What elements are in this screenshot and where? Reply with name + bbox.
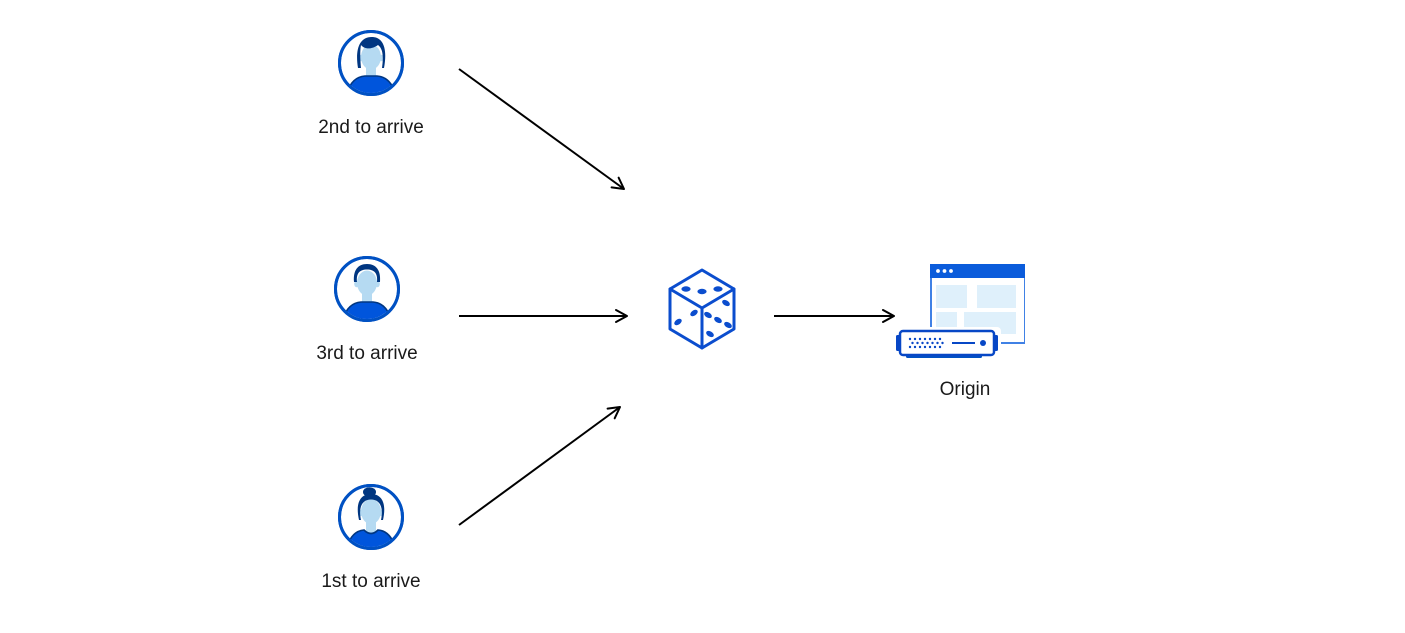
arrow-user2nd-to-dice xyxy=(458,68,625,190)
dice-icon xyxy=(668,268,736,350)
dice-pips xyxy=(674,286,732,338)
server-icon xyxy=(894,327,1001,360)
user-label-1st: 1st to arrive xyxy=(321,571,421,592)
user-node-3rd: 3rd to arrive xyxy=(287,256,447,365)
female-avatar-bun-icon xyxy=(338,484,404,550)
male-avatar-swept-hair-icon xyxy=(338,30,404,96)
user-label-2nd: 2nd to arrive xyxy=(318,117,424,138)
server-vent-dots xyxy=(908,337,944,349)
arrow-user1st-to-dice xyxy=(458,406,621,526)
user-label-3rd: 3rd to arrive xyxy=(316,343,418,364)
user-node-1st: 1st to arrive xyxy=(291,484,451,593)
male-avatar-short-hair-icon xyxy=(334,256,400,322)
origin-label: Origin xyxy=(939,379,991,400)
origin-node: Origin xyxy=(890,262,1040,401)
user-node-2nd: 2nd to arrive xyxy=(291,30,451,139)
origin-server-browser-icon xyxy=(894,264,1025,360)
